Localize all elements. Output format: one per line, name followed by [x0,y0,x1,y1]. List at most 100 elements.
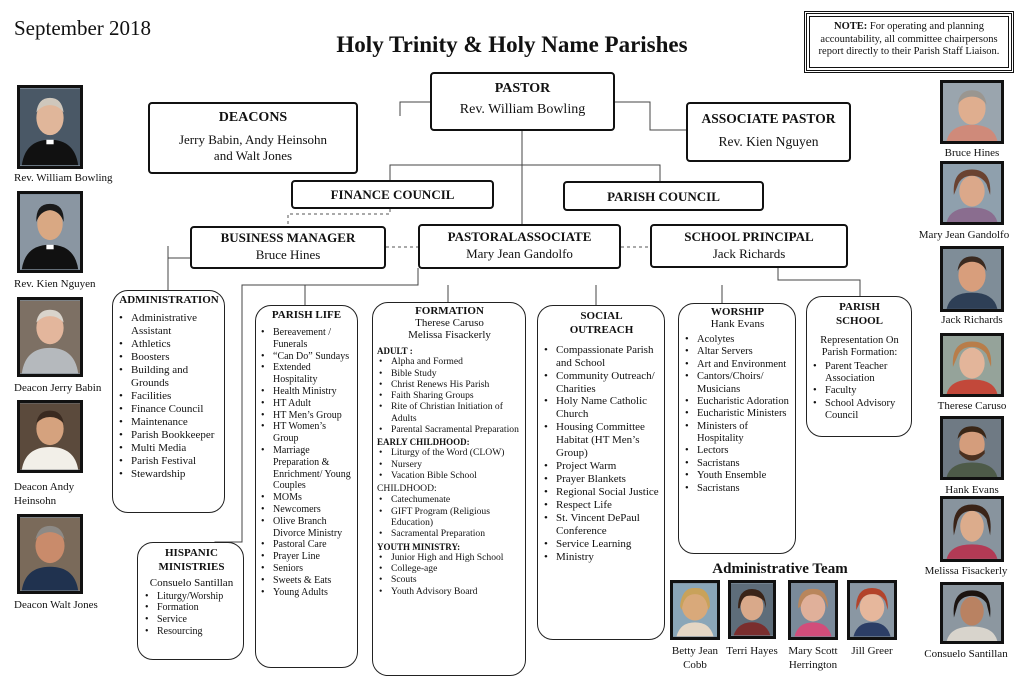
list-item: Young Adults [259,587,354,599]
therese-caruso-photo [940,333,1004,397]
list-item: Bible Study [377,368,522,380]
list-item: Liturgy/Worship [143,591,240,603]
list-item: “Can Do” Sundays [259,351,354,363]
associate-pastor-box: ASSOCIATE PASTOR Rev. Kien Nguyen [686,102,851,162]
school-principal-title: SCHOOL PRINCIPAL [684,229,814,244]
bruce-hines-name: Bruce Hines [944,147,1000,159]
mary-jean-gandolfo-photo [940,161,1004,225]
list-item: Prayer Blankets [542,473,661,486]
business-manager-box: BUSINESS MANAGER Bruce Hines [190,226,386,269]
consuelo-santillan-name: Consuelo Santillan [924,648,1008,660]
list-item: Lectors [683,445,792,458]
formation-leader-2: Melissa Fisackerly [408,329,491,342]
list-item: Building and Grounds [117,364,221,390]
worship-leader: Hank Evans [710,318,765,330]
list-item: Vacation Bible School [377,470,522,482]
list-item: Junior High and High School [377,552,522,564]
parish-life-list: Bereavement / Funerals“Can Do” SundaysEx… [259,327,354,598]
school-principal-box: SCHOOL PRINCIPAL Jack Richards [650,224,848,268]
list-item: Parental Sacramental Preparation [377,424,522,436]
formation-childhood-label: CHILDHOOD: [377,483,437,495]
note-label: NOTE: [834,21,868,32]
admin-team-title: Administrative Team [712,561,848,577]
deacon-andy-heinsohn-name-text: Deacon Andy Heinsohn [14,481,75,508]
consuelo-santillan-photo [940,582,1004,644]
parish-school-box: PARISH SCHOOL Representation On Parish F… [806,296,912,437]
parish-school-intro: Representation On Parish Formation: [820,334,899,358]
list-item: Eucharistic Adoration [683,396,792,409]
parish-school-list: Parent Teacher AssociationFacultySchool … [811,361,908,423]
deacon-walt-jones-name: Deacon Walt Jones [14,599,98,611]
list-item: Sacramental Preparation [377,528,522,540]
note-box: NOTE: For operating and planning account… [804,11,1014,73]
list-item: Health Ministry [259,386,354,398]
list-item: Facilities [117,390,221,403]
deacon-jerry-babin-name: Deacon Jerry Babin [14,382,102,394]
hispanic-title-2: MINISTRIES [158,560,225,573]
list-item: College-age [377,563,522,575]
list-item: Newcomers [259,504,354,516]
list-item: HT Men’s Group [259,410,354,422]
social-outreach-list: Compassionate Parish and SchoolCommunity… [542,344,661,564]
pastor-name: Rev. William Bowling [459,102,586,117]
hank-evans-photo [940,416,1004,480]
parish-school-title-1: PARISH [839,301,880,313]
finance-council-title: FINANCE COUNCIL [330,187,455,202]
list-item: Bereavement / Funerals [259,327,354,351]
list-item: Scouts [377,574,522,586]
hispanic-ministries-box: HISPANIC MINISTRIES Consuelo Santillan L… [137,542,244,660]
list-item: Sacristans [683,458,792,471]
finance-council-box: FINANCE COUNCIL [291,180,494,209]
rev-kien-nguyen-photo [17,191,83,273]
list-item: HT Women’s Group [259,421,354,445]
list-item: Service [143,614,240,626]
formation-childhood-list: CatechumenateGIFT Program (Religious Edu… [377,494,522,540]
worship-list: AcolytesAltar ServersArt and Environment… [683,334,792,495]
rev-kien-nguyen-name: Rev. Kien Nguyen [14,278,96,290]
list-item: Administrative Assistant [117,312,221,338]
social-outreach-box: SOCIAL OUTREACH Compassionate Parish and… [537,305,665,640]
list-item: Regional Social Justice [542,486,661,499]
list-item: Housing Committee Habitat (HT Men’s Grou… [542,421,661,460]
list-item: Project Warm [542,460,661,473]
associate-pastor-name: Rev. Kien Nguyen [718,134,819,149]
social-outreach-title-1: SOCIAL [580,310,623,322]
list-item: Altar Servers [683,346,792,359]
list-item: Art and Environment [683,359,792,372]
mary-scott-herrington-photo [788,580,838,640]
list-item: Athletics [117,338,221,351]
list-item: Resourcing [143,626,240,638]
list-item: HT Adult [259,398,354,410]
list-item: Extended Hospitality [259,362,354,386]
therese-caruso-name: Therese Caruso [937,400,1007,412]
parish-council-title: PARISH COUNCIL [607,189,720,204]
list-item: School Advisory Council [811,398,908,423]
business-manager-title: BUSINESS MANAGER [220,230,356,245]
social-outreach-title-2: OUTREACH [569,324,634,337]
associate-pastor-title: ASSOCIATE PASTOR [701,111,836,126]
list-item: Boosters [117,351,221,364]
mary-scott-herrington-name: Mary Scott Herrington [788,645,838,671]
list-item: Sweets & Eats [259,575,354,587]
mary-jean-gandolfo-name: Mary Jean Gandolfo [918,229,1010,241]
jack-richards-photo [940,246,1004,312]
list-item: Faith Sharing Groups [377,390,522,402]
business-manager-name: Bruce Hines [255,247,321,262]
list-item: Ministry [542,551,661,564]
list-item: Acolytes [683,334,792,347]
rev-william-bowling-photo [17,85,83,169]
list-item: Multi Media [117,442,221,455]
list-item: Marriage Preparation & Enrichment/ Young… [259,445,354,492]
hank-evans-name: Hank Evans [945,484,999,496]
list-item: Parish Bookkeeper [117,429,221,442]
date-label: September 2018 [14,16,152,40]
formation-title: FORMATION [415,305,484,317]
formation-youth-label: YOUTH MINISTRY: [377,541,461,552]
worship-box: WORSHIP Hank Evans AcolytesAltar Servers… [678,303,796,554]
formation-youth-list: Junior High and High SchoolCollege-ageSc… [377,552,522,598]
jack-richards-name: Jack Richards [941,314,1003,326]
list-item: Maintenance [117,416,221,429]
list-item: GIFT Program (Religious Education) [377,506,522,529]
hispanic-leader: Consuelo Santillan [149,576,234,589]
